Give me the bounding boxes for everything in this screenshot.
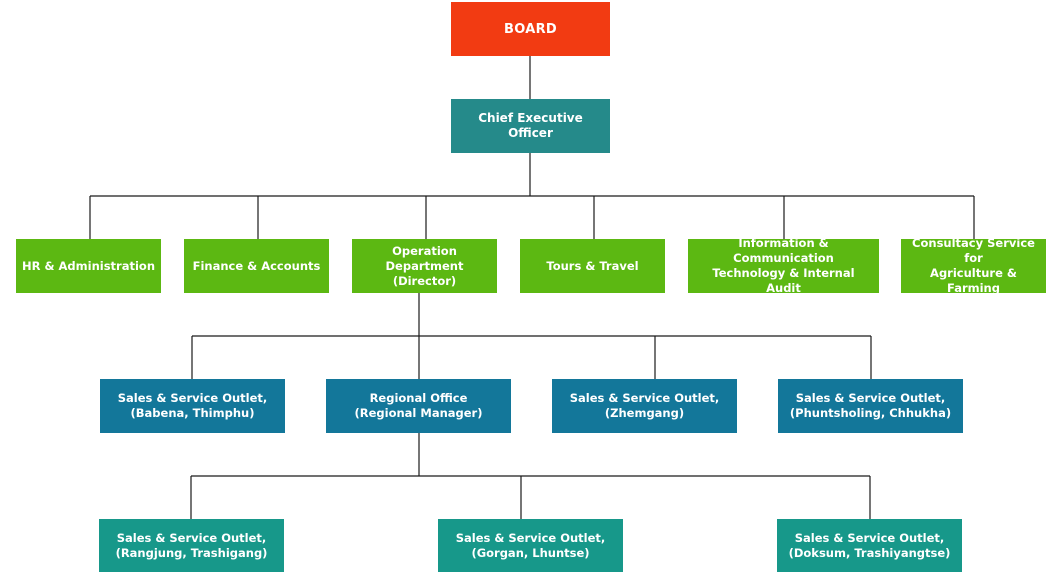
outlet-rangjung-trashigang: Sales & Service Outlet, (Rangjung, Trash… xyxy=(99,519,284,572)
outlet-doksum-trashiyangtse: Sales & Service Outlet, (Doksum, Trashiy… xyxy=(777,519,962,572)
department-tours-travel: Tours & Travel xyxy=(520,239,665,293)
unit-outlet-phuntsholing-chhukha: Sales & Service Outlet, (Phuntsholing, C… xyxy=(778,379,963,433)
department-consultancy-agriculture: Consultacy Service for Agriculture & Far… xyxy=(901,236,1046,295)
department-finance-accounts: Finance & Accounts xyxy=(184,239,329,293)
department-operation: Operation Department (Director) xyxy=(352,239,497,293)
unit-outlet-babena-thimphu: Sales & Service Outlet, (Babena, Thimphu… xyxy=(100,379,285,433)
unit-regional-office: Regional Office (Regional Manager) xyxy=(326,379,511,433)
outlet-gorgan-lhuntse: Sales & Service Outlet, (Gorgan, Lhuntse… xyxy=(438,519,623,572)
ceo-box: Chief Executive Officer xyxy=(451,99,610,153)
unit-outlet-zhemgang: Sales & Service Outlet, (Zhemgang) xyxy=(552,379,737,433)
board-box: BOARD xyxy=(451,2,610,56)
department-ict-internal-audit: Information & Communication Technology &… xyxy=(688,236,879,295)
department-hr-administration: HR & Administration xyxy=(16,239,161,293)
